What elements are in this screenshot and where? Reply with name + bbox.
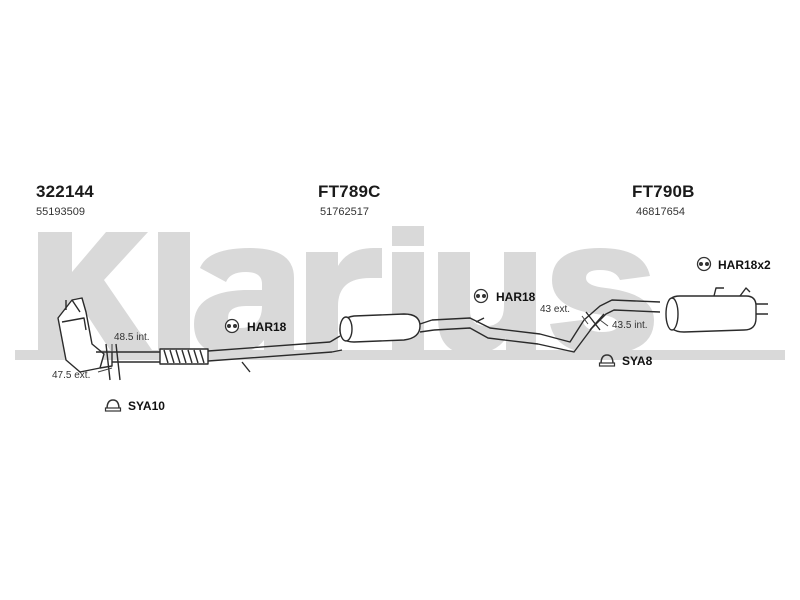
dimension-47-5-ext: 47.5 ext. xyxy=(52,370,91,381)
part-code-catalyst: 322144 xyxy=(36,182,94,201)
fitting-har18-left: HAR18 xyxy=(247,320,287,334)
fitting-sya8: SYA8 xyxy=(622,354,653,368)
part-ref-rear-silencer: 46817654 xyxy=(636,206,685,218)
fitting-har18x2: HAR18x2 xyxy=(718,258,771,272)
rear-silencer xyxy=(665,287,768,333)
clamp-icon xyxy=(598,352,616,368)
rubber-hanger-icon xyxy=(223,318,241,334)
dimension-48-5-int: 48.5 int. xyxy=(114,332,150,343)
clamp-icon xyxy=(104,397,122,413)
fitting-har18-mid: HAR18 xyxy=(496,290,536,304)
front-pipe xyxy=(105,341,333,381)
part-ref-catalyst: 55193509 xyxy=(36,206,85,218)
dimension-43-5-int: 43.5 int. xyxy=(612,320,648,331)
part-code-rear-silencer: FT790B xyxy=(632,182,695,201)
part-ref-centre-silencer: 51762517 xyxy=(320,206,369,218)
dimension-markers xyxy=(97,315,609,373)
centre-silencer xyxy=(329,299,661,353)
fitting-sya10: SYA10 xyxy=(128,399,165,413)
part-code-centre-silencer: FT789C xyxy=(318,182,381,201)
exhaust-system xyxy=(57,287,768,381)
rubber-hanger-icon xyxy=(472,288,490,304)
rubber-hanger-icon xyxy=(695,256,713,272)
catalytic-converter xyxy=(57,297,113,373)
watermark-bar xyxy=(15,350,785,360)
dimension-43-ext: 43 ext. xyxy=(540,304,571,315)
